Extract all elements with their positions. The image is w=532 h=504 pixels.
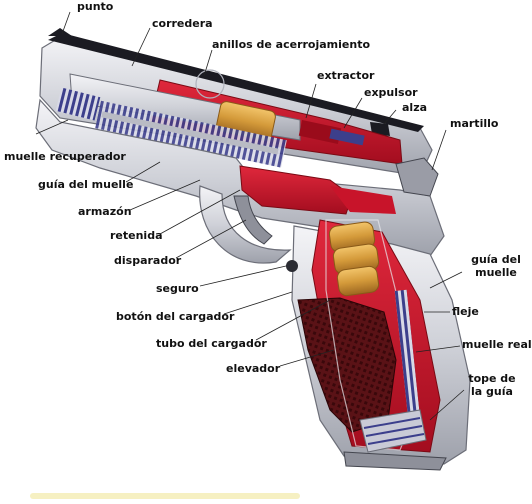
label-guia-muelle-right-line1: guía del <box>471 253 521 266</box>
label-retenida: retenida <box>110 229 163 242</box>
label-seguro: seguro <box>156 282 199 295</box>
label-fleje: fleje <box>452 305 479 318</box>
label-tope-line1: tope de <box>468 372 516 385</box>
front-sight <box>48 28 72 36</box>
label-disparador: disparador <box>114 254 182 267</box>
frame <box>35 98 445 257</box>
label-guia-muelle-right-line2: muelle <box>475 266 517 279</box>
recoil-spring <box>55 87 287 168</box>
label-expulsor: expulsor <box>364 86 418 99</box>
label-anillos: anillos de acerrojamiento <box>212 38 371 51</box>
label-elevador: elevador <box>226 362 281 375</box>
label-tubo-cargador: tubo del cargador <box>156 337 267 350</box>
safety <box>286 260 298 272</box>
label-extractor: extractor <box>317 69 375 82</box>
label-tope-line2: la guía <box>471 385 513 398</box>
footer-highlight-band <box>30 493 300 499</box>
slide-assembly <box>39 28 433 177</box>
label-alza: alza <box>402 101 428 114</box>
trigger-guard <box>199 185 292 264</box>
label-boton-cargador: botón del cargador <box>116 310 235 323</box>
mainspring <box>394 289 422 431</box>
label-muelle-recuperador: muelle recuperador <box>4 150 126 163</box>
label-armazon: armazón <box>78 205 132 218</box>
spring-guide-rod <box>101 111 279 155</box>
label-guia-muelle-right: guía del muelle <box>466 253 526 279</box>
label-punto: punto <box>77 0 114 13</box>
hammer <box>395 157 439 197</box>
trigger <box>233 195 273 245</box>
label-guia-del-muelle: guía del muelle <box>38 178 134 191</box>
label-tope-de-la-guia: tope de la guía <box>462 372 522 398</box>
leader-lines <box>35 11 465 421</box>
label-martillo: martillo <box>450 117 499 130</box>
label-corredera: corredera <box>152 17 213 30</box>
label-muelle-real: muelle real <box>462 338 532 351</box>
grip <box>286 219 471 471</box>
